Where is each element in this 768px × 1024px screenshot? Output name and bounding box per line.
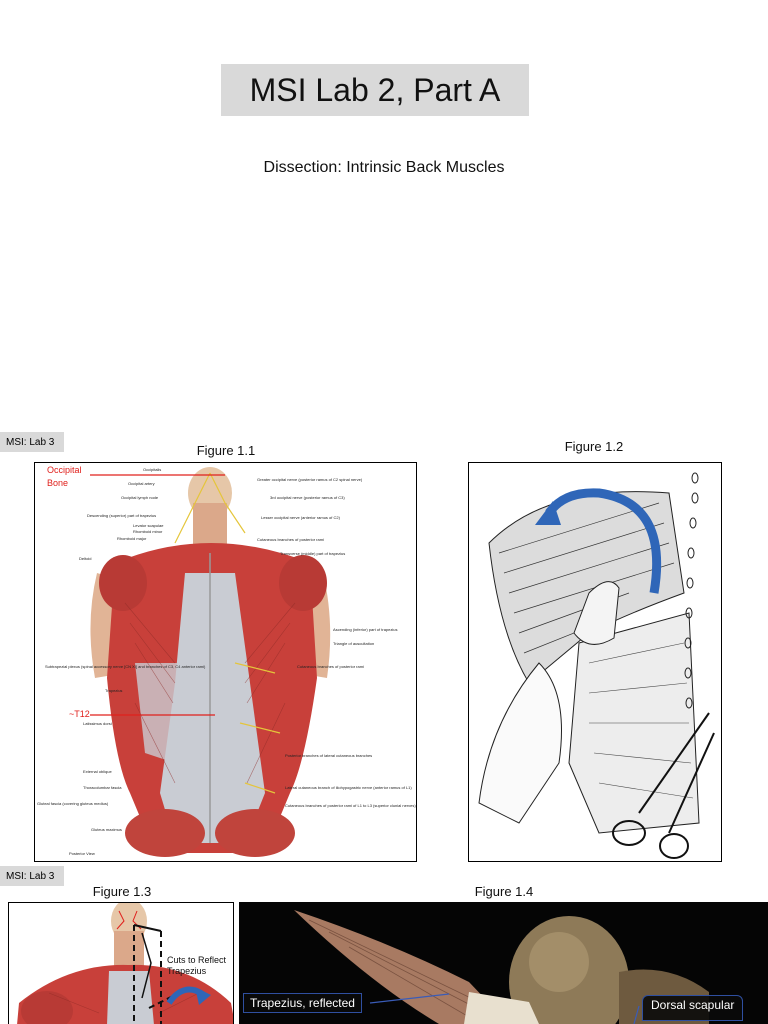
figure-caption: Figure 1.3 [92,884,152,899]
svg-text:Thoracolumbar fascia: Thoracolumbar fascia [83,785,122,790]
svg-text:Trapezius: Trapezius [105,688,122,693]
svg-text:Rhomboid minor: Rhomboid minor [133,529,163,534]
svg-text:3rd occipital nerve (posterior: 3rd occipital nerve (posterior ramus of … [270,495,345,500]
svg-text:External oblique: External oblique [83,769,112,774]
svg-text:Posterior branches of lateral: Posterior branches of lateral cutaneous … [285,753,372,758]
svg-text:Cutaneous branches of posterio: Cutaneous branches of posterior rami [297,664,364,669]
svg-text:Cutaneous branches of posterio: Cutaneous branches of posterior rami of … [285,803,416,808]
svg-text:Greater occipital nerve (poste: Greater occipital nerve (posterior ramus… [257,477,363,482]
figure-1-3-cuts-diagram: Cuts to Reflect Trapezius [8,902,234,1024]
figure-caption: Figure 1.1 [196,443,256,458]
svg-text:Posterior View: Posterior View [69,851,95,856]
label-dorsal-scapular: Dorsal scapular [642,995,744,1021]
svg-text:Triangle of auscultation: Triangle of auscultation [333,641,374,646]
right-labels: Occipitalis Greater occipital nerve (pos… [143,467,416,808]
svg-text:Subtrapezial plexus (spinal ac: Subtrapezial plexus (spinal accessory ne… [45,664,206,669]
slide-title: MSI Lab 2, Part A [249,71,501,108]
figure-caption: Figure 1.2 [564,439,624,454]
svg-text:Gluteus maximus: Gluteus maximus [91,827,122,832]
left-labels: Occipital artery Occipital lymph node De… [37,481,206,856]
annotation-cuts-line1: Cuts to Reflect [167,955,227,965]
label-trapezius-reflected: Trapezius, reflected [243,993,362,1013]
svg-text:Occipital artery: Occipital artery [128,481,155,486]
svg-text:Transverse (middle) part of tr: Transverse (middle) part of trapezius [280,551,345,556]
svg-text:Lateral cutaneous branch of il: Lateral cutaneous branch of iliohypogast… [285,785,412,790]
figure-1-1-anatomy-illustration: Occipital Bone ~T12 Occipital artery Occ… [34,462,417,862]
annotation-bone: Bone [47,478,68,488]
cut-lines-illustration: Cuts to Reflect Trapezius [9,903,233,1024]
figure-1-4-cadaver-photo: Trapezius, reflected Dorsal scapular [239,902,768,1024]
figure-caption: Figure 1.4 [474,884,534,899]
svg-text:Deltoid: Deltoid [79,556,91,561]
svg-text:Rhomboid major: Rhomboid major [117,536,147,541]
svg-text:Ascending (inferior) part of t: Ascending (inferior) part of trapezius [333,627,397,632]
svg-text:Descending (superior) part of: Descending (superior) part of trapezius [87,513,156,518]
slide-tag: MSI: Lab 3 [0,432,64,452]
annotation-t12: ~T12 [69,709,90,719]
svg-text:Gluteal fascia (covering glute: Gluteal fascia (covering gluteus medius) [37,801,109,806]
slide-tag: MSI: Lab 3 [0,866,64,886]
annotation-cuts-line2: Trapezius [167,966,207,976]
svg-text:Occipitalis: Occipitalis [143,467,161,472]
annotation-occipital: Occipital [47,465,82,475]
svg-text:Cutaneous branches of posterio: Cutaneous branches of posterior rami [257,537,324,542]
title-box: MSI Lab 2, Part A [221,64,529,116]
reflect-trapezius-sketch [469,463,721,861]
cadaver-photo-illustration [239,902,768,1024]
svg-text:Latissimus dorsi: Latissimus dorsi [83,721,112,726]
figure-1-2-dissection-sketch [468,462,722,862]
svg-text:Lesser occipital nerve (anteri: Lesser occipital nerve (anterior ramus o… [261,515,341,520]
back-muscles-diagram: Occipital Bone ~T12 Occipital artery Occ… [35,463,416,861]
svg-text:Occipital lymph node: Occipital lymph node [121,495,159,500]
svg-text:Levator scapulae: Levator scapulae [133,523,164,528]
slide-subtitle: Dissection: Intrinsic Back Muscles [263,159,505,176]
